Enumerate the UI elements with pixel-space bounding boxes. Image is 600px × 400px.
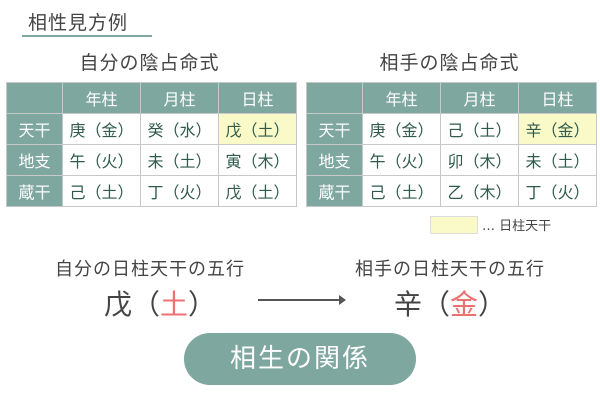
table-cell: 乙（木） xyxy=(440,175,519,207)
table-cell: 丁（火） xyxy=(518,175,597,207)
row-header: 天干 xyxy=(6,113,63,145)
self-element-label: 自分の日柱天干の五行 xyxy=(55,259,245,280)
paren: （ xyxy=(421,288,450,321)
table-cell: 戊（土） xyxy=(218,175,297,207)
column-header: 月柱 xyxy=(440,82,519,114)
table-cell: 午（火） xyxy=(362,144,441,176)
stem: 辛 xyxy=(393,288,422,321)
paren: （ xyxy=(131,288,160,321)
table-row: 天干庚（金）癸（水）戊（土） xyxy=(6,113,297,145)
corner-cell xyxy=(306,82,363,114)
column-header: 月柱 xyxy=(140,82,219,114)
corner-cell xyxy=(6,82,63,114)
stem: 戊 xyxy=(103,288,132,321)
title-underline xyxy=(22,35,152,37)
row-header: 天干 xyxy=(306,113,363,145)
table-cell: 午（火） xyxy=(62,144,141,176)
element: 金 xyxy=(450,288,479,321)
partner-element-label: 相手の日柱天干の五行 xyxy=(355,259,545,280)
column-header: 日柱 xyxy=(518,82,597,114)
paren: ） xyxy=(188,288,217,321)
self-table: 年柱月柱日柱天干庚（金）癸（水）戊（土）地支午（火）未（土）寅（木）蔵干己（土）… xyxy=(6,82,297,207)
page-title: 相性見方例 xyxy=(28,12,129,34)
table-cell: 辛（金） xyxy=(518,113,597,145)
self-element: 戊（土） xyxy=(10,283,310,323)
table-cell: 未（土） xyxy=(140,144,219,176)
table-cell: 己（土） xyxy=(440,113,519,145)
table-row: 蔵干己（土）乙（木）丁（火） xyxy=(306,175,597,207)
table-cell: 寅（木） xyxy=(218,144,297,176)
column-header: 日柱 xyxy=(218,82,297,114)
table-cell: 戊（土） xyxy=(218,113,297,145)
legend-label: … 日柱天干 xyxy=(482,219,552,234)
row-header: 地支 xyxy=(306,144,363,176)
table-row: 地支午（火）未（土）寅（木） xyxy=(6,144,297,176)
table-row: 天干庚（金）己（土）辛（金） xyxy=(306,113,597,145)
column-header: 年柱 xyxy=(62,82,141,114)
paren: ） xyxy=(478,288,507,321)
table-row: 蔵干己（土）丁（火）戊（土） xyxy=(6,175,297,207)
table-cell: 己（土） xyxy=(62,175,141,207)
row-header: 蔵干 xyxy=(306,175,363,207)
self-table-title: 自分の陰占命式 xyxy=(79,52,220,74)
row-header: 蔵干 xyxy=(6,175,63,207)
row-header: 地支 xyxy=(6,144,63,176)
table-cell: 丁（火） xyxy=(140,175,219,207)
partner-table: 年柱月柱日柱天干庚（金）己（土）辛（金）地支午（火）卯（木）未（土）蔵干己（土）… xyxy=(306,82,597,207)
table-cell: 癸（水） xyxy=(140,113,219,145)
table-row: 地支午（火）卯（木）未（土） xyxy=(306,144,597,176)
arrow-right-icon xyxy=(258,295,346,305)
table-cell: 卯（木） xyxy=(440,144,519,176)
legend-swatch xyxy=(430,216,478,234)
element: 土 xyxy=(160,288,189,321)
partner-table-title: 相手の陰占命式 xyxy=(379,52,520,74)
table-cell: 庚（金） xyxy=(62,113,141,145)
table-cell: 未（土） xyxy=(518,144,597,176)
table-cell: 己（土） xyxy=(362,175,441,207)
result-badge: 相生の関係 xyxy=(184,333,416,385)
column-header: 年柱 xyxy=(362,82,441,114)
partner-element: 辛（金） xyxy=(300,283,600,323)
table-cell: 庚（金） xyxy=(362,113,441,145)
